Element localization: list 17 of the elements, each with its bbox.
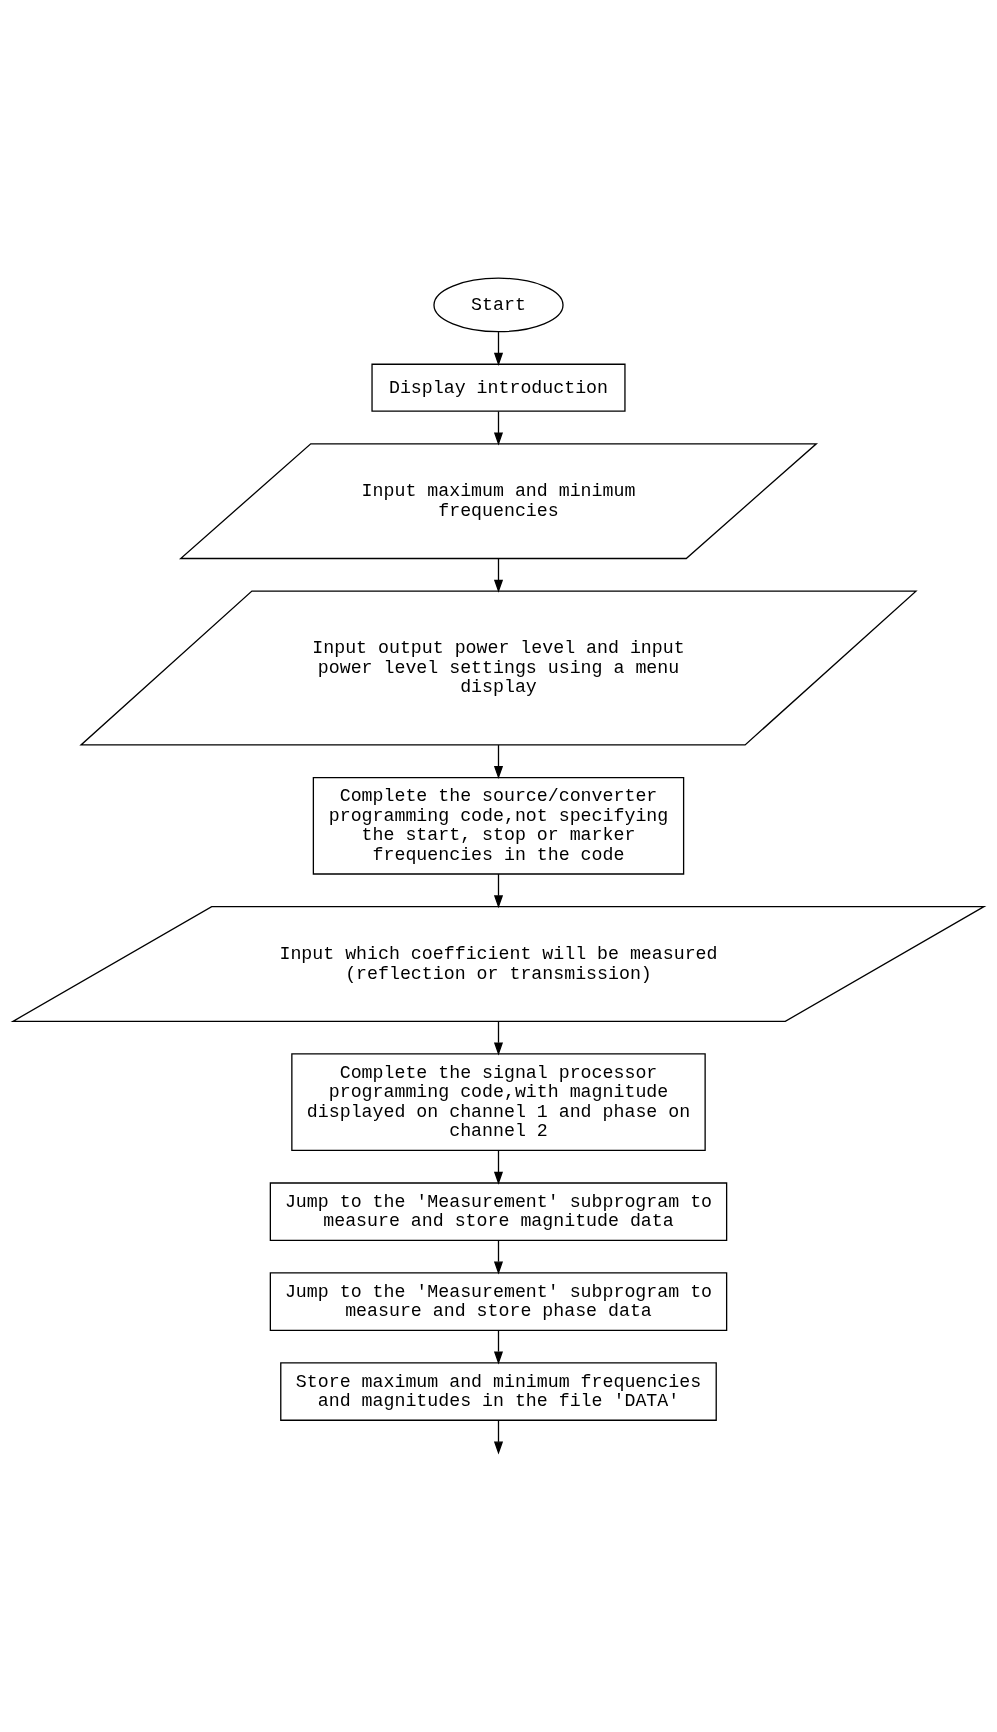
arrow <box>493 873 504 909</box>
node-box: Store maximum and minimum frequencies and magnitudes in the file 'DATA' <box>280 1362 717 1421</box>
arrow <box>493 1150 504 1185</box>
node-ellipse: Start <box>433 277 564 333</box>
arrow <box>493 1419 504 1455</box>
arrow <box>493 410 504 446</box>
arrow <box>493 1329 504 1365</box>
arrow <box>493 1020 504 1056</box>
node-box: Display introduction <box>371 363 626 412</box>
node-box: Complete the source/converter programming code,not specifying the start, stop or marker frequencies in the code <box>312 776 685 875</box>
arrow <box>493 331 504 366</box>
node-box: Jump to the 'Measurement' subprogram to measure and store magnitude data <box>269 1182 728 1241</box>
node-box: Jump to the 'Measurement' subprogram to measure and store phase data <box>269 1272 728 1331</box>
arrow <box>493 557 504 593</box>
arrow <box>493 744 504 780</box>
node-box: Complete the signal processor programming code,with magnitude displayed on channel 1 and phase on channel 2 <box>291 1053 706 1152</box>
arrow <box>493 1239 504 1275</box>
